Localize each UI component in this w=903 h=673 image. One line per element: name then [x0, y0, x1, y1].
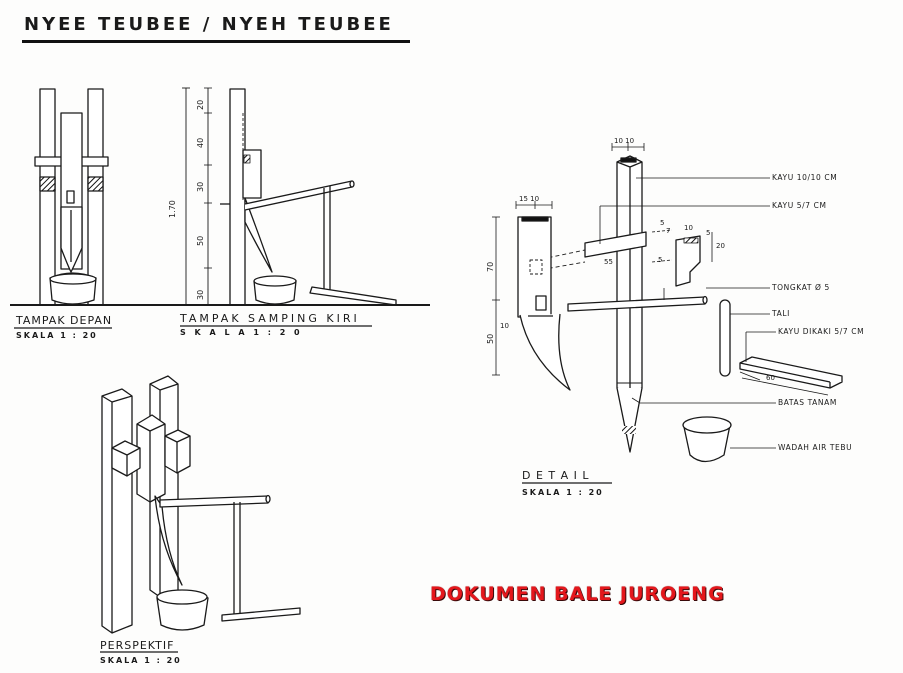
note-post: KAYU 10/10 CM: [772, 173, 838, 182]
note-bowl: WADAH AIR TEBU: [778, 443, 853, 452]
perspective-scale: SKALA 1 : 20: [100, 656, 182, 665]
perspective-label: PERSPEKTIF: [100, 639, 175, 652]
bracket-side-dimension: 5: [706, 229, 711, 237]
detail-drawing: [14, 143, 843, 653]
beam-tip-dimension: 10: [500, 322, 509, 330]
side-dimension-20: 20: [196, 99, 205, 110]
note-rope: TALI: [772, 309, 790, 318]
note-rod: TONGKAT Ø 5: [772, 283, 830, 292]
watermark-text: DOKUMEN BALE JUROENG: [430, 583, 725, 605]
detail-label: D E T A I L: [522, 469, 590, 482]
beam-upper-dimension: 70: [486, 261, 495, 272]
post-width-dimension: 10 10: [614, 137, 635, 145]
side-dimension-30-bottom: 30: [196, 289, 205, 300]
note-beam: KAYU 5/7 CM: [772, 201, 827, 210]
note-foot: KAYU DIKAKI 5/7 CM: [778, 327, 865, 336]
beam-lower-dimension: 50: [486, 333, 495, 344]
sheet-title: NYEE TEUBEE / NYEH TEUBEE: [24, 14, 394, 35]
perspective-drawing: [101, 375, 301, 634]
front-view-drawing: [10, 88, 165, 306]
side-view-drawing: [165, 87, 430, 306]
side-dimension-30: 30: [196, 181, 205, 192]
beam-width-dimension: 15 10: [519, 195, 540, 203]
tenon-length-dimension: 55: [604, 258, 613, 266]
side-height-dimension: 1.70: [168, 200, 177, 218]
side-dimension-50: 50: [196, 235, 205, 246]
tenon-small-b: 5: [658, 256, 663, 264]
detail-scale: SKALA 1 : 20: [522, 488, 604, 497]
front-view-label: TAMPAK DEPAN: [16, 314, 113, 327]
tenon-small-a: 7: [666, 227, 671, 235]
title-underline: [22, 40, 410, 43]
bracket-height-dimension: 20: [716, 242, 725, 250]
tenon-dimension: 5: [660, 219, 665, 227]
front-view-scale: SKALA 1 : 20: [16, 331, 98, 340]
side-dimension-40: 40: [196, 137, 205, 148]
note-ground: BATAS TANAM: [778, 398, 837, 407]
side-view-scale: S K A L A 1 : 2 0: [180, 328, 303, 337]
foot-length-dimension: 60: [766, 374, 775, 382]
side-view-label: TAMPAK SAMPING KIRI: [180, 312, 360, 325]
bracket-top-dimension: 10: [684, 224, 693, 232]
